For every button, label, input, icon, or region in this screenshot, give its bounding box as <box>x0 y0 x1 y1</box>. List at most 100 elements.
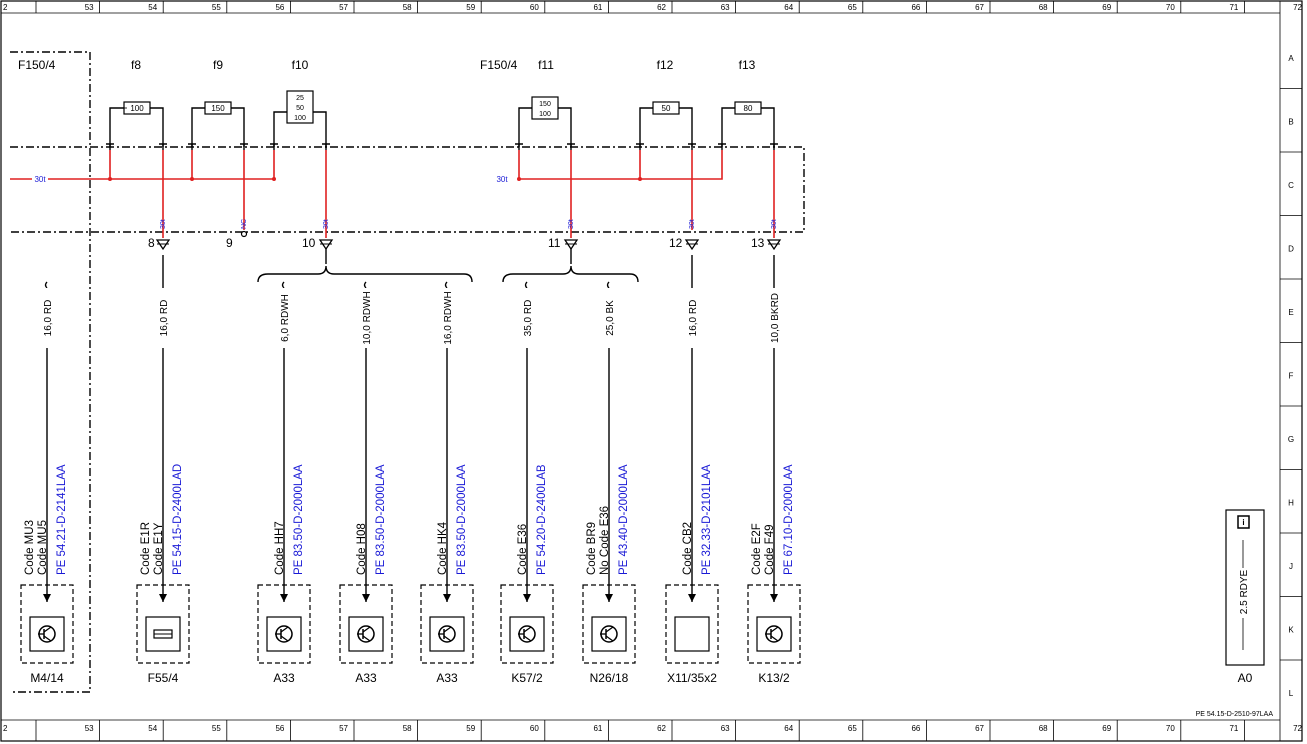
component-3: A33 <box>257 584 311 685</box>
component-5: A33 <box>420 584 474 685</box>
terminal-stub <box>770 143 778 150</box>
terminal-stub <box>240 143 248 150</box>
terminal-stub <box>718 143 726 150</box>
component-1: M4/14 <box>20 584 74 685</box>
wire-6: 35,0 RD <box>521 281 534 602</box>
terminal-stub <box>567 143 575 150</box>
pin-label-12: 30t <box>689 219 696 229</box>
pin-label-13: 30t <box>771 219 778 229</box>
fuse-outputs <box>162 150 775 238</box>
wire-gauge-label: 10,0 BKRD <box>770 293 781 343</box>
grid-col-label-bottom: 64 <box>784 724 793 733</box>
transistor-icon <box>765 625 783 643</box>
fuse-f10-label: f10 <box>292 58 309 72</box>
grid-col-label-bottom: 72 <box>1293 724 1302 733</box>
grid-row-label: B <box>1288 118 1293 127</box>
ref-label: PE 83.50-D-2000LAA <box>375 464 387 575</box>
wire-5: 16,0 RDWH <box>441 281 454 602</box>
grid-col-label-bottom: 62 <box>657 724 666 733</box>
ref-label: PE 54.20-D-2400LAB <box>536 464 548 575</box>
grid-col-label-top: 67 <box>975 3 984 12</box>
component-label: K57/2 <box>511 671 543 685</box>
module-label-left: F150/4 <box>18 58 56 72</box>
legend-component-label: A0 <box>1238 671 1253 685</box>
code-label: Code BR9 <box>586 522 598 575</box>
code-label: Code HH7 <box>274 521 286 575</box>
fuse-f11-rating-2: 100 <box>539 111 551 118</box>
bus-30t: 30t 30t <box>10 150 723 184</box>
grid-row-label: L <box>1289 689 1294 698</box>
wire-9: 10,0 BKRD <box>768 255 781 602</box>
connector-9-pin <box>240 230 248 238</box>
fuse-f11-rating-1: 150 <box>539 101 551 108</box>
wire-4: 10,0 RDWH <box>360 281 373 602</box>
component-label: A33 <box>436 671 458 685</box>
code-label: Code E2F <box>751 523 763 575</box>
fuse-f10: 25 50 100 <box>273 90 327 147</box>
fuse-f9-rating: 150 <box>211 104 225 113</box>
grid-col-label-top: 53 <box>85 3 94 12</box>
ref-label: PE 67.10-D-2000LAA <box>783 464 795 575</box>
grid-row-label: G <box>1288 435 1294 444</box>
component-6: K57/2 <box>500 584 554 685</box>
connector-symbol <box>318 239 334 251</box>
grid-col-label-bottom: 60 <box>530 724 539 733</box>
fuse-f9: 150 <box>191 101 245 147</box>
code-label: Code MU3 <box>24 520 36 575</box>
grid-col-label-bottom: 63 <box>721 724 730 733</box>
pin-label-9: NC <box>241 219 248 229</box>
wire-gauge-label: 35,0 RD <box>523 300 534 337</box>
grid-col-label-bottom: 55 <box>212 724 221 733</box>
grid-col-label-bottom: 58 <box>403 724 412 733</box>
fuse-f8-label: f8 <box>131 58 141 72</box>
component-2: F55/4 <box>136 584 190 685</box>
transistor-icon <box>600 625 618 643</box>
fuse-f10-rating-1: 25 <box>296 95 304 102</box>
component-label: K13/2 <box>758 671 790 685</box>
grid-col-label-top: 72 <box>1293 3 1302 12</box>
grid-col-label-top: 58 <box>403 3 412 12</box>
grid-row-label: J <box>1289 562 1293 571</box>
svg-text:i: i <box>1242 518 1244 527</box>
terminal-stub <box>322 143 330 150</box>
grid-col-label-bottom: 71 <box>1229 724 1238 733</box>
fuse-f9-label: f9 <box>213 58 223 72</box>
document-reference: PE 54.15-D-2510-97LAA <box>1196 711 1274 718</box>
grid-col-label-top: 68 <box>1039 3 1048 12</box>
bus-label-2: 30t <box>496 175 508 184</box>
component-label: N26/18 <box>590 671 629 685</box>
grid-col-label-bottom: 53 <box>85 724 94 733</box>
wire-3: 6,0 RDWH <box>278 281 291 602</box>
grid-col-label-top: 60 <box>530 3 539 12</box>
fuse-f12: 50 <box>639 101 693 147</box>
info-icon <box>1237 515 1250 529</box>
code-label: Code MU5 <box>37 520 49 575</box>
grid-col-label-bottom: 68 <box>1039 724 1048 733</box>
wire-gauge-label: 10,0 RDWH <box>362 291 373 344</box>
fuse-f10-rating-3: 100 <box>294 115 306 122</box>
connector-8-label: 8 <box>148 236 155 250</box>
module-boundary-left <box>10 51 91 693</box>
terminal-stub <box>159 143 167 150</box>
splice-brace-11 <box>502 248 639 283</box>
component-8: X11/35x2 <box>665 584 719 685</box>
wire-2: 16,0 RD <box>157 255 170 602</box>
terminal-stub <box>688 143 696 150</box>
grid-col-label-bottom: 61 <box>593 724 602 733</box>
component-9: K13/2 <box>747 584 801 685</box>
wire-gauge-label: 16,0 RDWH <box>443 291 454 344</box>
component-7: N26/18 <box>582 584 636 685</box>
grid-col-label-bottom: 67 <box>975 724 984 733</box>
connector-symbol <box>766 239 782 251</box>
wire-gauge-label: 25,0 BK <box>605 300 616 336</box>
fuse-f10-rating-2: 50 <box>296 105 304 112</box>
terminal-stub <box>188 143 196 150</box>
grid-col-label-top: 65 <box>848 3 857 12</box>
